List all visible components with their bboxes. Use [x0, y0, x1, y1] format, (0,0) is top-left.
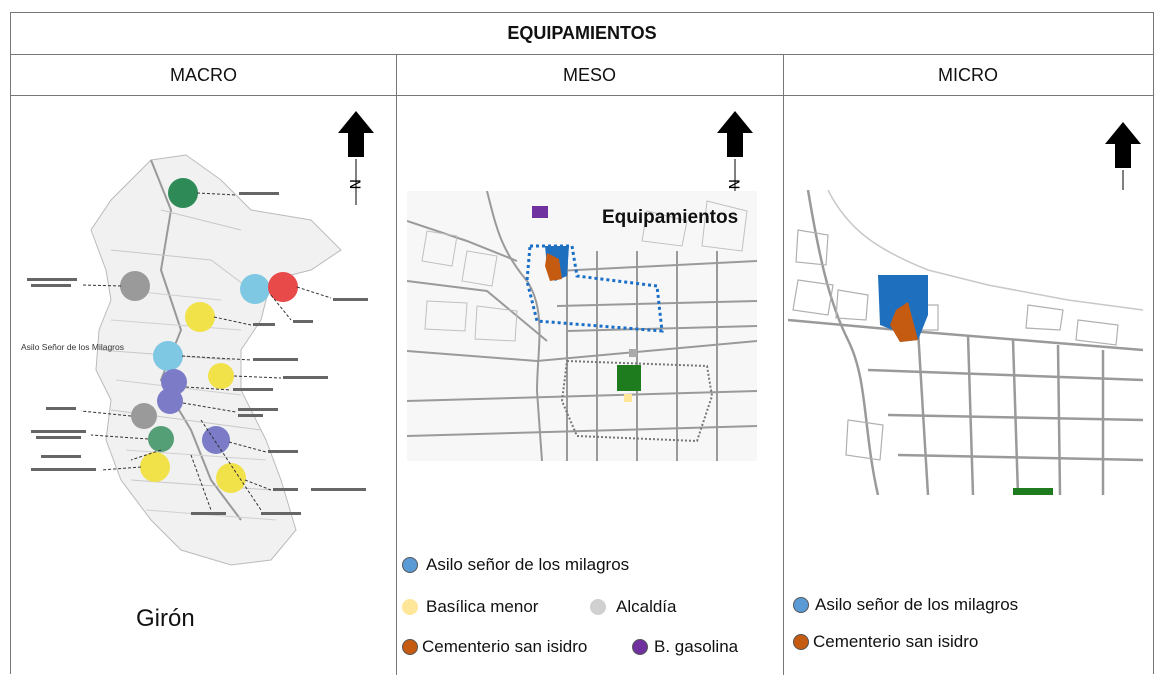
meso-map: [407, 191, 757, 461]
legend-item-basilica: Basílica menor: [402, 597, 538, 617]
legend-label: Asilo señor de los milagros: [815, 595, 1019, 614]
macro-circle-yellow: [208, 363, 234, 389]
legend-swatch-orange: [793, 634, 809, 650]
macro-map: Asilo Señor de los Milagros: [21, 154, 368, 566]
column-divider: [396, 55, 397, 675]
macro-circle-blue: [240, 274, 270, 304]
legend-swatch-yellow: [402, 599, 418, 615]
macro-circle-yellow: [216, 463, 246, 493]
macro-circle-blue: [153, 341, 183, 371]
macro-circle-purple: [157, 388, 183, 414]
basilica-marker: [617, 365, 641, 391]
cementerio-marker: [545, 253, 562, 281]
meso-panel: N: [397, 95, 782, 674]
macro-map-label: Asilo Señor de los Milagros: [21, 342, 124, 352]
city-label: Girón: [136, 605, 195, 632]
macro-circle-green: [168, 178, 198, 208]
equipamientos-table: EQUIPAMIENTOS MACRO MESO MICRO: [10, 12, 1154, 675]
macro-circle-green: [148, 426, 174, 452]
macro-circle-yellow: [185, 302, 215, 332]
legend-label: Basílica menor: [426, 597, 539, 616]
legend-swatch-purple: [632, 639, 648, 655]
legend-swatch-orange: [402, 639, 418, 655]
macro-circle-yellow: [140, 452, 170, 482]
basilica-point: [624, 394, 632, 402]
micro-map: [788, 190, 1143, 495]
macro-panel: N: [11, 95, 396, 674]
macro-circle-gray: [131, 403, 157, 429]
legend-item-asilo: Asilo señor de los milagros: [793, 595, 1018, 615]
column-header-macro: MACRO: [170, 64, 237, 85]
legend-label: Cementerio san isidro: [813, 632, 979, 651]
legend-label: B. gasolina: [654, 637, 739, 656]
legend-label: Alcaldía: [616, 597, 677, 616]
macro-circle-purple: [202, 426, 230, 454]
micro-panel: N Asilo señor de l: [783, 95, 1153, 674]
table-title: EQUIPAMIENTOS: [11, 13, 1153, 55]
svg-text:N: N: [725, 179, 741, 189]
legend-item-alcaldia: Alcaldía: [590, 597, 676, 617]
basilica-marker: [1013, 488, 1053, 495]
north-arrow-icon: N: [338, 111, 374, 205]
column-divider: [783, 55, 784, 675]
cementerio-marker: [890, 302, 918, 342]
legend-item-gasolina: B. gasolina: [632, 637, 738, 657]
column-header-meso: MESO: [562, 64, 616, 85]
svg-text:N: N: [346, 179, 362, 189]
meso-map-title: Equipamientos: [602, 207, 739, 228]
legend-label: Cementerio san isidro: [422, 637, 588, 656]
macro-circle-red: [268, 272, 298, 302]
legend-item-cementerio: Cementerio san isidro: [793, 632, 978, 652]
legend-swatch-blue: [402, 557, 418, 573]
legend-item-asilo: Asilo señor de los milagros: [402, 555, 629, 575]
macro-circle-gray: [120, 271, 150, 301]
column-headers: MACRO MESO MICRO: [11, 55, 1153, 96]
legend-swatch-blue: [793, 597, 809, 613]
legend-swatch-gray: [590, 599, 606, 615]
column-header-micro: MICRO: [938, 64, 998, 85]
legend-item-cementerio: Cementerio san isidro: [402, 637, 587, 657]
gasolina-marker: [532, 206, 548, 218]
alcaldia-marker: [629, 349, 637, 357]
legend-label: Asilo señor de los milagros: [426, 555, 630, 574]
